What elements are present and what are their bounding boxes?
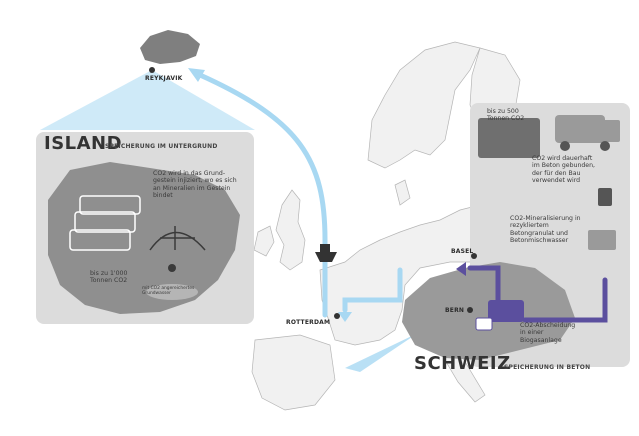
biogas-tank — [475, 317, 493, 331]
iceland-closeup-island — [48, 162, 240, 314]
switzerland-light-beam — [345, 333, 418, 372]
switzerland-amount: bis zu 500 Tonnen CO2 — [487, 108, 525, 123]
route-basel-rotterdam — [342, 267, 403, 313]
ship-icon — [315, 244, 337, 262]
biogas-plant — [488, 300, 524, 322]
city-label-bern: BERN — [445, 307, 465, 314]
switzerland-mineralisation-note: CO2-Mineralisierung in rezykliertem Beto… — [510, 215, 581, 245]
ireland-landmass — [253, 225, 275, 257]
iceland-well-label: mit CO2 angereichertes Grundwasser — [142, 286, 195, 297]
denmark-landmass — [394, 179, 411, 206]
scandinavia-landmass — [367, 41, 481, 169]
cement-truck-icon — [555, 115, 620, 151]
iceland-light-beam — [40, 70, 255, 130]
switzerland-subtitle: SPEICHERUNG IN BETON — [504, 364, 591, 371]
iberia-landmass — [251, 334, 336, 411]
storage-tanks-icon — [69, 195, 141, 251]
well-marker — [168, 264, 176, 272]
reykjavik-dot — [149, 67, 155, 73]
iceland-amount: bis zu 1'000 Tonnen CO2 — [90, 270, 128, 285]
bern-dot — [467, 307, 473, 313]
rotterdam-dot — [334, 313, 340, 319]
switzerland-biogas-note: CO2-Abscheidung in einer Biogasanlage — [520, 322, 576, 344]
iceland-subtitle: SPEICHERUNG IM UNTERGRUND — [105, 143, 218, 150]
iceland-island — [140, 30, 200, 64]
city-label-reykjavik: REYKJAVIK — [145, 75, 183, 82]
city-label-basel: BASEL — [451, 248, 474, 255]
truck-small-icon — [598, 188, 612, 206]
city-label-rotterdam: ROTTERDAM — [286, 319, 331, 326]
route-ship-reykjavik — [197, 72, 328, 243]
arrowhead-reykjavik — [188, 68, 205, 82]
iceland-title: ISLAND — [44, 133, 123, 154]
uk-landmass — [275, 189, 306, 271]
arrowhead-basel — [456, 262, 466, 276]
biogas-flow — [467, 265, 608, 323]
switzerland-concrete-note: CO2 wird dauerhaft im Beton gebunden, de… — [532, 155, 595, 185]
dome-icon — [149, 226, 206, 251]
iceland-injection-note: CO2 wird in das Grund-gestein injiziert,… — [153, 170, 237, 200]
grundwasser-ellipse — [146, 284, 198, 300]
concrete-block — [478, 118, 540, 158]
switzerland-title: SCHWEIZ — [414, 353, 511, 374]
arrowhead-rotterdam — [338, 312, 352, 322]
basel-dot — [471, 253, 477, 259]
mineralisation-plant — [588, 230, 616, 250]
